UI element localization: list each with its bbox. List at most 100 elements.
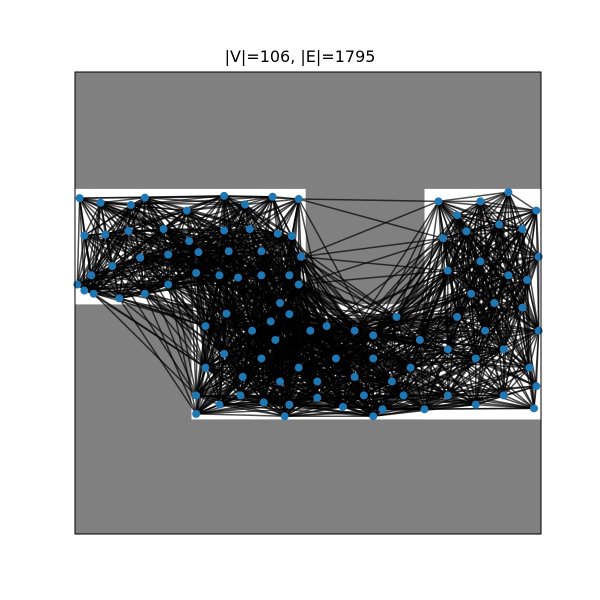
graph-edge xyxy=(382,366,530,410)
graph-edge xyxy=(470,274,509,295)
graph-node xyxy=(259,398,268,407)
graph-edge xyxy=(470,279,528,295)
graph-node xyxy=(294,195,303,204)
graph-node xyxy=(245,225,254,234)
graph-node xyxy=(518,303,527,312)
graph-edge xyxy=(354,366,411,378)
graph-edge xyxy=(76,283,206,369)
graph-edge xyxy=(353,200,440,332)
graph-node xyxy=(434,197,443,206)
graph-edge xyxy=(289,313,397,318)
graph-node xyxy=(399,391,408,400)
graph-edge xyxy=(167,254,197,396)
graph-node xyxy=(338,402,347,411)
graph-node xyxy=(331,354,340,363)
graph-edge xyxy=(195,367,207,415)
graph-node xyxy=(476,257,485,266)
graph-node xyxy=(280,412,289,421)
graph-node xyxy=(415,335,424,344)
graph-node xyxy=(297,252,306,261)
graph-edge xyxy=(249,198,300,230)
graph-edge xyxy=(223,329,355,355)
graph-edge xyxy=(479,228,523,263)
graph-edge xyxy=(503,367,530,396)
graph-node xyxy=(369,331,378,340)
graph-node xyxy=(499,391,508,400)
graph-node xyxy=(476,197,485,206)
graph-edge xyxy=(111,228,164,267)
graph-edge xyxy=(205,312,227,327)
graph-edge xyxy=(410,348,504,369)
graph-edge xyxy=(419,329,486,341)
graph-edge xyxy=(470,293,540,332)
graph-node xyxy=(136,253,145,262)
graph-edge xyxy=(528,330,540,368)
graph-edge xyxy=(198,235,292,253)
graph-edge xyxy=(76,198,81,285)
graph-edge xyxy=(77,253,169,286)
graph-edge xyxy=(228,196,274,252)
graph-edge xyxy=(335,316,458,360)
graph-node xyxy=(462,227,471,236)
graph-node xyxy=(294,280,303,289)
graph-edge xyxy=(442,200,481,239)
graph-node xyxy=(518,225,527,234)
graph-edge xyxy=(317,348,449,399)
graph-edge xyxy=(456,316,486,332)
graph-node xyxy=(273,229,282,238)
graph-node xyxy=(126,201,135,210)
graph-node xyxy=(313,393,322,402)
graph-edge xyxy=(77,251,199,286)
graph-node xyxy=(532,206,541,215)
graph-node xyxy=(285,271,294,280)
graph-node xyxy=(140,289,149,298)
graph-edge xyxy=(480,256,539,263)
graph-edge xyxy=(479,210,537,262)
graph-edge xyxy=(225,256,302,315)
graph-edge xyxy=(196,396,318,415)
graph-edge xyxy=(354,237,444,332)
graph-edge xyxy=(226,283,299,315)
graph-node xyxy=(420,405,429,414)
graph-edge xyxy=(167,254,207,368)
graph-node xyxy=(453,211,462,220)
graph-edge xyxy=(447,270,472,295)
graph-node xyxy=(194,248,203,257)
graph-edge xyxy=(76,230,130,286)
graph-edge xyxy=(480,260,528,281)
graph-node xyxy=(220,226,229,235)
graph-node xyxy=(313,377,322,386)
graph-edge xyxy=(475,394,504,406)
graph-edge xyxy=(139,257,197,396)
graph-edge xyxy=(188,196,273,242)
graph-edge xyxy=(195,366,299,397)
graph-edge xyxy=(223,198,299,232)
graph-edge xyxy=(144,197,230,252)
graph-edge xyxy=(104,197,146,236)
graph-edge xyxy=(79,197,141,259)
graph-node xyxy=(495,220,504,229)
graph-node xyxy=(75,194,84,203)
graph-node xyxy=(222,309,231,318)
graph-edge xyxy=(298,357,337,369)
graph-edge xyxy=(484,330,535,409)
graph-node xyxy=(504,188,513,197)
graph-edge xyxy=(373,357,411,369)
graph-edge xyxy=(83,235,93,276)
graph-node xyxy=(96,198,105,207)
graph-node xyxy=(369,354,378,363)
graph-edge xyxy=(83,197,146,237)
graph-node xyxy=(241,200,250,209)
graph-edge xyxy=(456,274,509,318)
graph-edge xyxy=(447,256,539,272)
graph-node xyxy=(108,262,117,271)
graph-node xyxy=(268,192,277,201)
graph-edge xyxy=(284,394,365,417)
graph-edge xyxy=(335,339,421,360)
graph-node xyxy=(306,326,315,335)
graph-edge xyxy=(100,196,145,204)
graph-node xyxy=(471,354,480,363)
graph-node xyxy=(80,286,89,295)
graph-node xyxy=(350,326,359,335)
graph-node xyxy=(443,345,452,354)
